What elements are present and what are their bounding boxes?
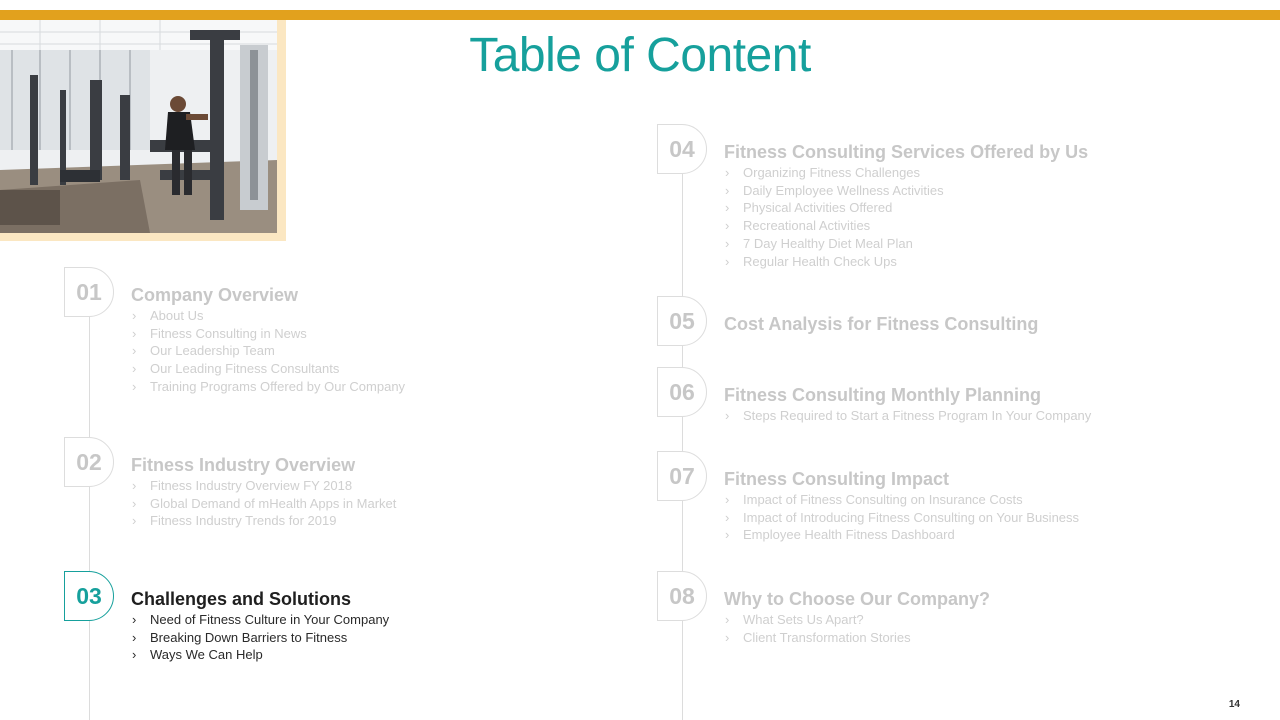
chevron-right-icon: › [132,478,137,493]
section-number-badge: 02 [64,437,114,487]
chevron-right-icon: › [132,325,137,341]
section-items: ›Steps Required to Start a Fitness Progr… [724,407,1091,425]
list-item: ›Employee Health Fitness Dashboard [725,527,955,543]
right-timeline-line [682,149,683,720]
list-item: ›Fitness Industry Trends for 2019 [132,513,337,529]
list-item: ›Steps Required to Start a Fitness Progr… [725,408,1092,423]
list-item: ›Client Transformation Stories [725,629,911,645]
chevron-right-icon: › [725,218,730,234]
section-title: Cost Analysis for Fitness Consulting [724,314,1039,334]
section-number-badge: 01 [64,267,114,317]
gym-photo [0,20,277,233]
section-items: ›Fitness Industry Overview FY 2018 ›Glob… [131,477,396,530]
gym-photo-image [0,20,277,233]
page-number: 14 [1228,699,1240,710]
list-item: ›Daily Employee Wellness Activities [725,182,944,198]
chevron-right-icon: › [725,165,730,180]
section-items: ›Organizing Fitness Challenges ›Daily Em… [724,164,944,270]
list-item: ›Breaking Down Barriers to Fitness [132,629,348,645]
list-item: ›Ways We Can Help [132,647,263,663]
list-item: ›Our Leadership Team [132,343,275,359]
list-item: ›Impact of Introducing Fitness Consultin… [725,509,1080,525]
list-item: ›7 Day Healthy Diet Meal Plan [725,235,913,251]
chevron-right-icon: › [132,308,137,323]
section-title: Challenges and Solutions [131,589,352,609]
chevron-right-icon: › [725,408,730,423]
section-title: Why to Choose Our Company? [724,589,991,609]
list-item: ›Fitness Consulting in News [132,325,307,341]
chevron-right-icon: › [725,629,730,645]
section-items: ›What Sets Us Apart? ›Client Transformat… [724,611,911,646]
section-items: ›About Us ›Fitness Consulting in News ›O… [131,307,405,396]
section-title: Fitness Consulting Impact [724,469,950,489]
chevron-right-icon: › [132,612,137,627]
list-item: ›Regular Health Check Ups [725,253,897,269]
chevron-right-icon: › [725,612,730,627]
chevron-right-icon: › [132,495,137,511]
section-number-badge: 04 [657,124,707,174]
list-item: ›Training Programs Offered by Our Compan… [132,378,406,394]
list-item: ›What Sets Us Apart? [725,612,864,627]
chevron-right-icon: › [132,378,137,394]
chevron-right-icon: › [725,235,730,251]
chevron-right-icon: › [725,509,730,525]
chevron-right-icon: › [132,629,137,645]
section-number-badge: 05 [657,296,707,346]
chevron-right-icon: › [725,182,730,198]
section-number-badge: 06 [657,367,707,417]
list-item: ›Impact of Fitness Consulting on Insuran… [725,492,1023,507]
section-number-badge: 07 [657,451,707,501]
list-item: ›Global Demand of mHealth Apps in Market [132,495,397,511]
section-items: ›Impact of Fitness Consulting on Insuran… [724,491,1079,544]
list-item: ›Fitness Industry Overview FY 2018 [132,478,353,493]
list-item: ›Physical Activities Offered [725,200,893,216]
left-timeline-line [89,292,90,720]
chevron-right-icon: › [132,647,137,663]
chevron-right-icon: › [725,527,730,543]
chevron-right-icon: › [725,492,730,507]
list-item: ›About Us [132,308,204,323]
chevron-right-icon: › [725,253,730,269]
chevron-right-icon: › [132,343,137,359]
top-accent-bar [0,10,1280,20]
section-items: ›Need of Fitness Culture in Your Company… [131,611,389,664]
section-title: Fitness Consulting Monthly Planning [724,385,1041,405]
page-title: Table of Content [469,29,811,82]
list-item: ›Need of Fitness Culture in Your Company [132,612,390,627]
list-item: ›Our Leading Fitness Consultants [132,361,340,377]
chevron-right-icon: › [132,361,137,377]
list-item: ›Organizing Fitness Challenges [725,165,921,180]
section-title: Fitness Industry Overview [131,455,356,475]
chevron-right-icon: › [132,513,137,529]
section-number-badge: 08 [657,571,707,621]
chevron-right-icon: › [725,200,730,216]
section-title: Company Overview [131,285,299,305]
section-title: Fitness Consulting Services Offered by U… [724,142,1089,162]
list-item: ›Recreational Activities [725,218,871,234]
section-number-badge: 03 [64,571,114,621]
